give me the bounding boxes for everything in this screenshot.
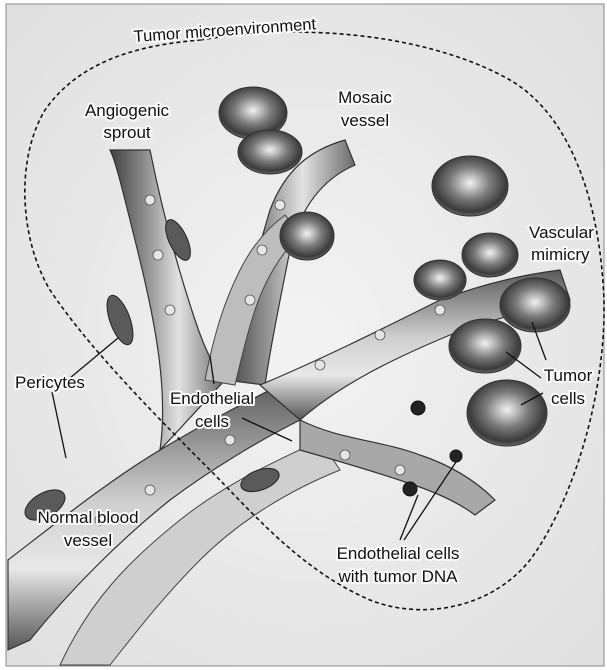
- mosaic-vessel-label-line2: vessel: [341, 111, 389, 130]
- endothelial-cells-label-line2: cells: [195, 412, 229, 431]
- tumor-dna-endothelial-cell: [411, 401, 425, 415]
- vascular-mimicry-label-line1: Vascular: [529, 223, 594, 242]
- angiogenic-sprout-label-line2: sprout: [103, 123, 151, 142]
- tumor-cell: [414, 260, 466, 300]
- tumor-dna-endothelial-cell: [403, 482, 417, 496]
- tumor-cells-label-line1: Tumor: [544, 366, 593, 385]
- tumor-dna-endothelial-cell: [450, 450, 462, 462]
- vascular-mimicry-label-line2: mimicry: [531, 245, 590, 264]
- normal-blood-vessel-label-line1: Normal blood: [37, 508, 138, 527]
- tumor-cell: [449, 319, 521, 373]
- tumor-cell: [280, 212, 334, 260]
- pericytes-label: Pericytes: [15, 373, 85, 392]
- tumor-cells-label-line2: cells: [551, 389, 585, 408]
- angiogenic-sprout-label-line1: Angiogenic: [85, 101, 170, 120]
- tumor-cell: [467, 380, 547, 446]
- tumor-cell: [432, 156, 508, 216]
- normal-blood-vessel-label-line2: vessel: [64, 531, 112, 550]
- tumor-cell: [462, 233, 518, 277]
- tumor-cell: [238, 130, 302, 174]
- endothelial-tumor-dna-label-line1: Endothelial cells: [337, 544, 460, 563]
- mosaic-vessel-label-line1: Mosaic: [338, 88, 392, 107]
- endothelial-cells-label-line1: Endothelial: [170, 389, 254, 408]
- tumor-cell: [500, 278, 570, 332]
- endothelial-tumor-dna-label-line2: with tumor DNA: [337, 567, 458, 586]
